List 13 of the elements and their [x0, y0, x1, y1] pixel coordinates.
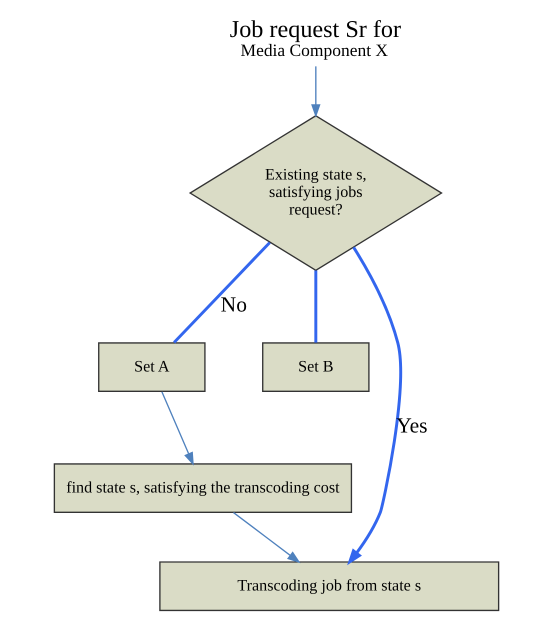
node-diamond: Existing state s, satisfying jobs request?	[188, 114, 442, 272]
node-box: Set A	[98, 342, 206, 392]
arrow	[232, 512, 300, 564]
node-box: find state s, satisfying the transcoding cost	[53, 463, 352, 513]
arrow	[160, 392, 194, 466]
node-box: Transcoding job from state s	[158, 561, 499, 612]
connector	[172, 242, 270, 344]
node-box: Set B	[262, 342, 370, 392]
connector	[314, 270, 317, 343]
node-text: Job request Sr for Media Component X	[229, 16, 401, 60]
arrow	[346, 246, 402, 566]
arrow	[310, 66, 320, 118]
edge-label: No	[220, 292, 246, 317]
